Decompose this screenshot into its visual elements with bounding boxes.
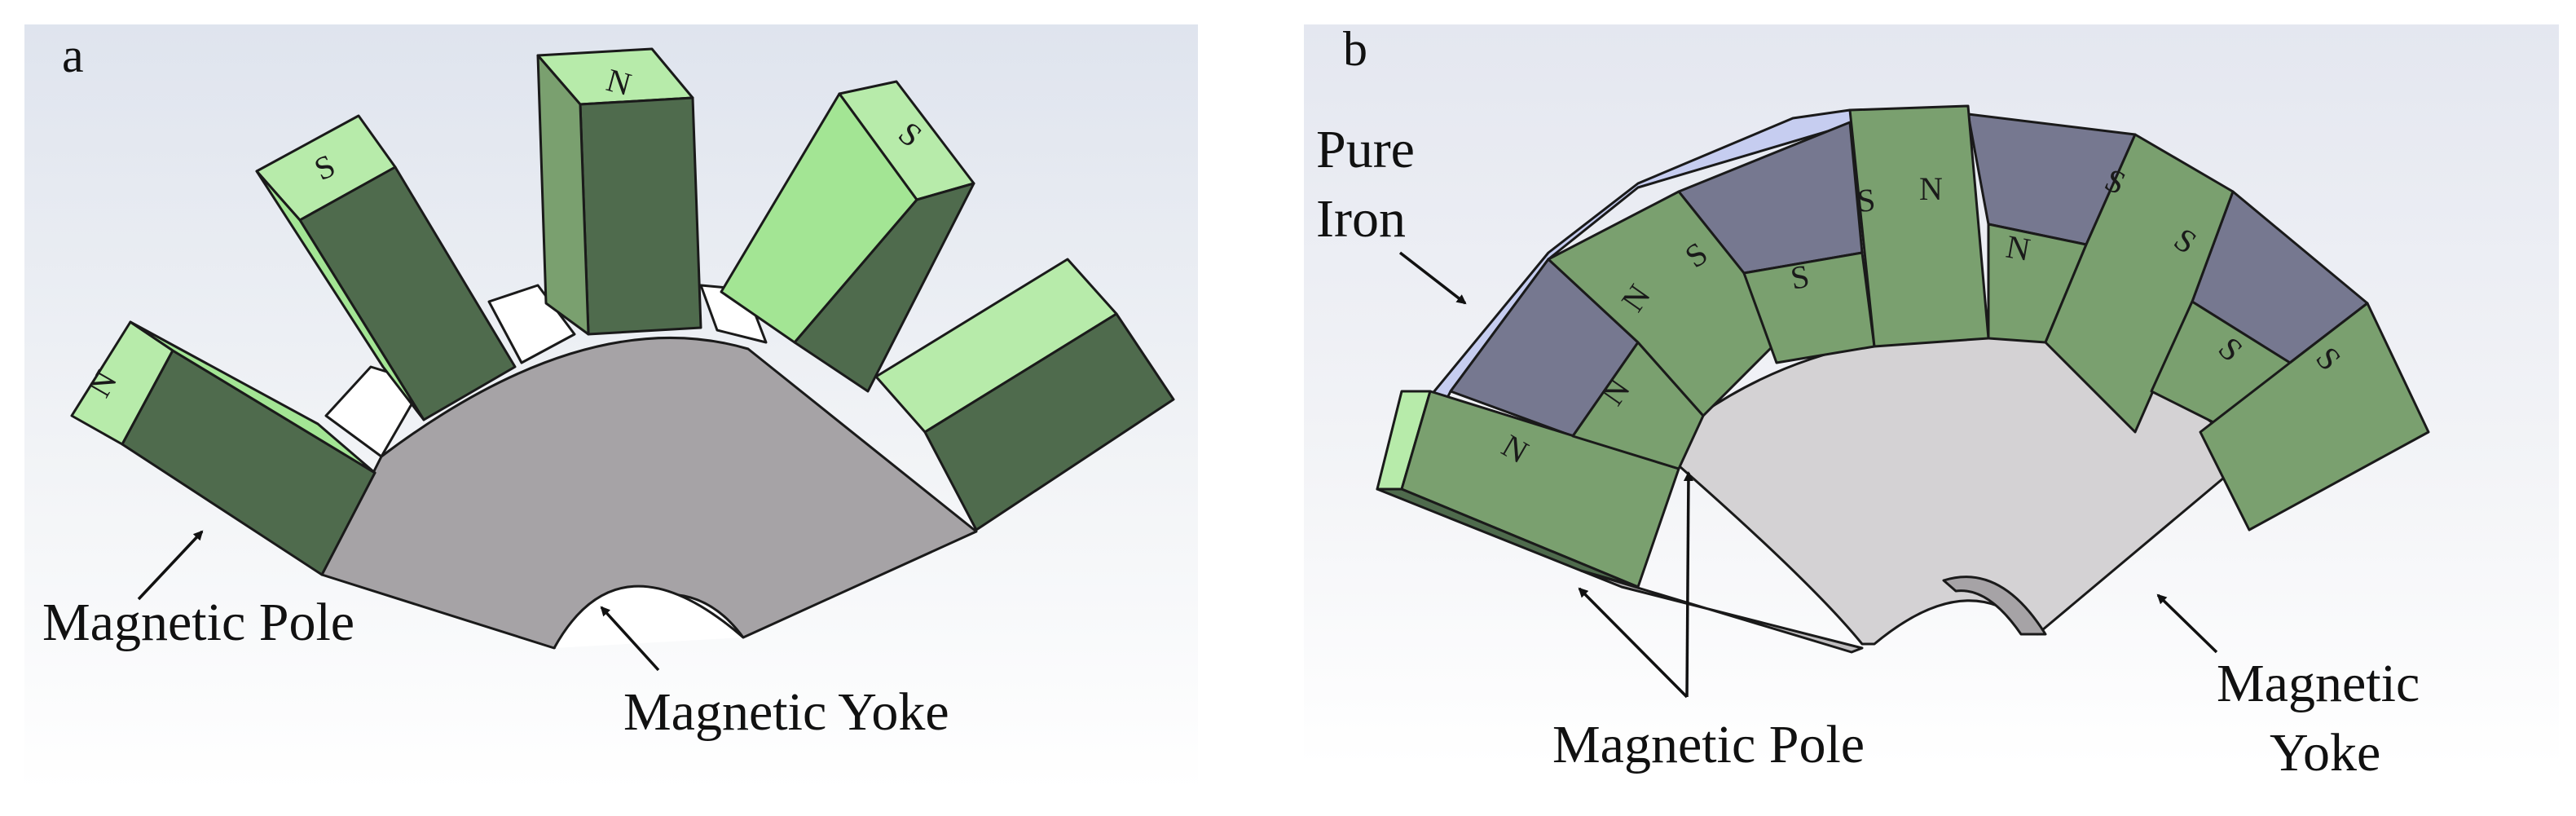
pure-iron-label-line1: Pure — [1316, 120, 1415, 179]
panel-b: b N N N S S S N N S S S — [1304, 22, 2559, 783]
yoke-bottom-edge-b — [1579, 569, 1864, 654]
yoke-gap-a2 — [487, 284, 576, 364]
panel-a-letter: a — [62, 29, 84, 82]
magnet-a-1: N — [70, 320, 376, 576]
magnet-b-face-7 — [2044, 133, 2235, 434]
magnet-a-3: N — [536, 47, 702, 336]
pole-mark-b-6: S — [1856, 181, 1877, 219]
magnet-front-face — [579, 96, 702, 336]
magnetic-pole-arrow-b1 — [1578, 587, 1689, 699]
pure-iron-arrow — [1398, 251, 1467, 305]
magnetic-yoke-arrow-b — [2156, 593, 2218, 654]
panel-b-letter: b — [1343, 22, 1367, 76]
magnetic-yoke-arrow-a — [600, 606, 660, 672]
magnetic-yoke-label-b-line2: Yoke — [2270, 723, 2380, 783]
pure-iron-label-line2: Iron — [1316, 189, 1406, 249]
magnet-a-2: S — [255, 114, 517, 421]
magnet-top-strip — [129, 320, 376, 474]
magnet-b-face-9 — [2199, 302, 2430, 532]
magnetic-pole-label-b: Magnetic Pole — [1552, 715, 1865, 774]
magnet-side-face — [255, 170, 425, 421]
yoke-notch-b — [1942, 576, 2047, 636]
magnet-a-4: S — [720, 80, 975, 393]
pole-mark-b-7: N — [1919, 170, 1943, 207]
magnet-side-face — [536, 54, 590, 336]
magnet-side-face — [720, 92, 918, 344]
magnet-front-face — [923, 312, 1175, 532]
magnet-b-face-5 — [1848, 104, 1990, 348]
magnetic-pole-label-a: Magnetic Pole — [42, 593, 354, 652]
magnetic-pole-arrow-b2 — [1683, 471, 1693, 698]
magnet-b-bevel — [1376, 487, 1640, 589]
magnet-a-5 — [874, 258, 1175, 532]
panel-a: a N S N — [24, 24, 1198, 791]
yoke-notch-a — [553, 584, 744, 649]
magnetic-yoke-label-b-line1: Magnetic — [2217, 654, 2420, 713]
magnetic-yoke-label-a: Magnetic Yoke — [623, 682, 949, 742]
magnetic-pole-arrow-a — [137, 530, 204, 601]
